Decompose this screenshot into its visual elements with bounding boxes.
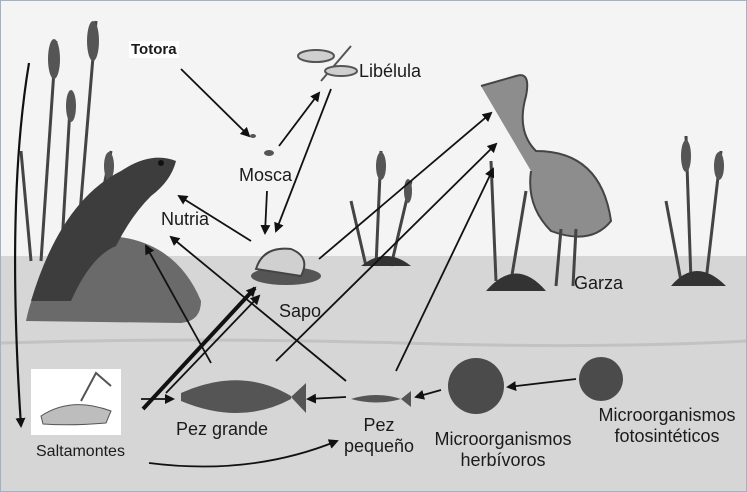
label-totora: Totora: [129, 41, 179, 58]
label-microorganismos-fotosinteticos: Microorganismos fotosintéticos: [587, 405, 747, 447]
label-micro-herb-line1: Microorganismos: [423, 429, 583, 450]
label-micro-foto-line1: Microorganismos: [587, 405, 747, 426]
label-garza: Garza: [574, 273, 623, 294]
grasshopper-illustration: [31, 369, 121, 435]
label-microorganismos-herbivoros: Microorganismos herbívoros: [423, 429, 583, 471]
label-saltamontes: Saltamontes: [36, 443, 125, 461]
photosynthetic-microorganisms-illustration: [579, 357, 623, 401]
label-mosca: Mosca: [239, 165, 292, 186]
label-micro-herb-line2: herbívoros: [423, 450, 583, 471]
label-pez-pequeno-line2: pequeño: [339, 436, 419, 457]
label-libelula: Libélula: [359, 61, 421, 82]
herbivore-microorganisms-illustration: [448, 358, 504, 414]
label-sapo: Sapo: [279, 301, 321, 322]
label-nutria: Nutria: [161, 209, 209, 230]
label-micro-foto-line2: fotosintéticos: [587, 426, 747, 447]
label-pez-pequeno: Pez pequeño: [339, 415, 419, 457]
label-pez-pequeno-line1: Pez: [339, 415, 419, 436]
label-pez-grande: Pez grande: [176, 419, 268, 440]
